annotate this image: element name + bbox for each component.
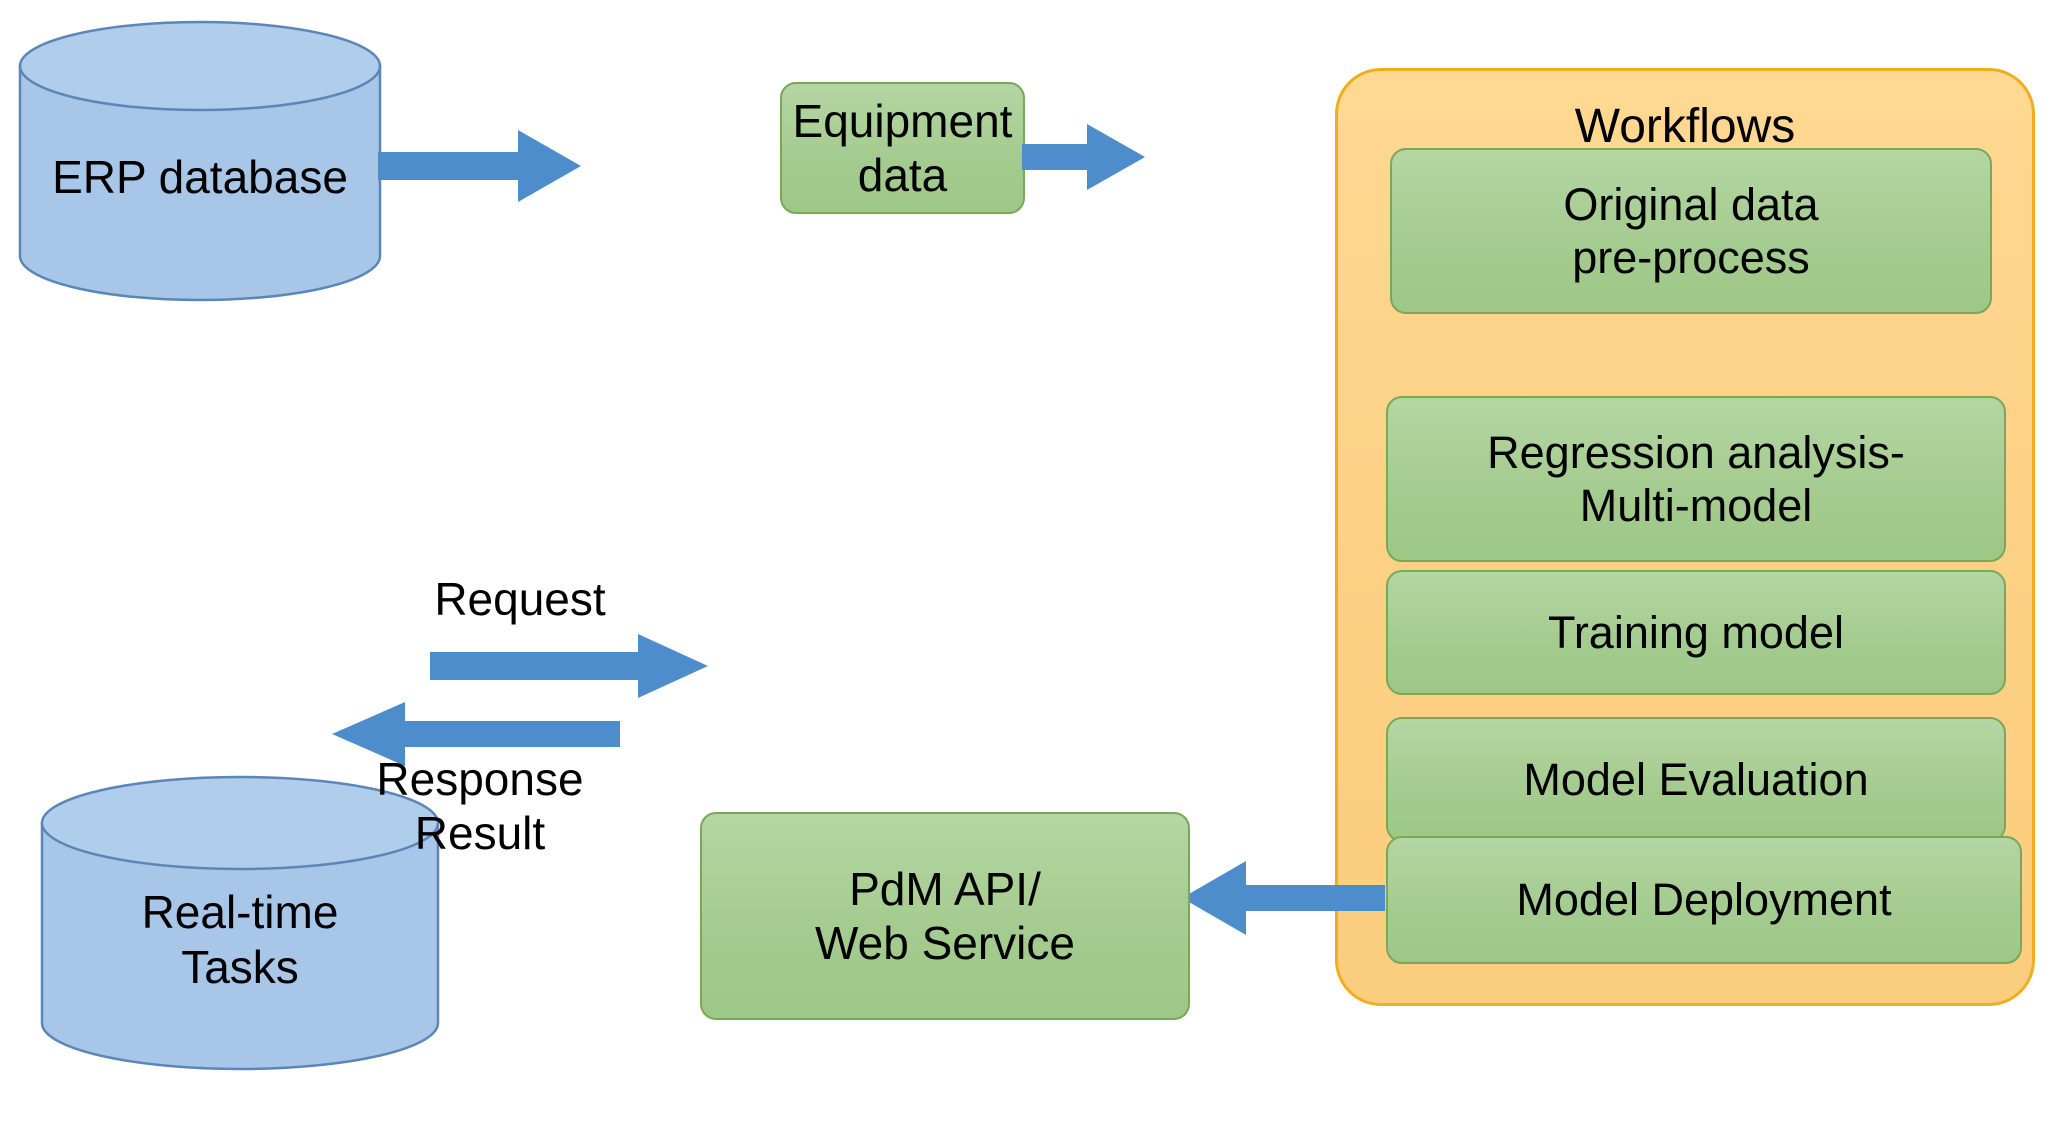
edge-label-response-result: Response Result	[376, 753, 584, 860]
workflow-step-original-data-pre-process[interactable]: Original data pre-process	[1390, 148, 1992, 314]
arrow-pdm-api-to-realtime-tasks	[330, 700, 620, 768]
node-label-equipment-data: Equipment data	[792, 94, 1013, 201]
node-erp-database[interactable]: ERP database	[18, 20, 382, 302]
workflow-step-regression-analysis-multi-model[interactable]: Regression analysis- Multi-model	[1386, 396, 2006, 562]
node-realtime-tasks[interactable]: Real-time Tasks	[40, 775, 440, 1071]
arrow-realtime-tasks-to-pdm-api	[430, 632, 710, 700]
workflow-step-model-deployment[interactable]: Model Deployment	[1386, 836, 2022, 964]
workflow-step-model-evaluation[interactable]: Model Evaluation	[1386, 717, 2006, 842]
workflows-title: Workflows	[1574, 100, 1796, 153]
node-label-pdm-api: PdM API/ Web Service	[815, 862, 1075, 969]
workflow-step-label-3: Model Evaluation	[1523, 753, 1869, 805]
workflow-step-label-0: Original data pre-process	[1563, 178, 1819, 283]
node-pdm-api-web-service[interactable]: PdM API/ Web Service	[700, 812, 1190, 1020]
arrow-model-deployment-to-pdm-api	[1180, 858, 1385, 938]
workflow-step-label-2: Training model	[1548, 606, 1844, 658]
workflow-step-label-4: Model Deployment	[1516, 874, 1892, 926]
cylinder-shape-realtime-tasks	[40, 775, 440, 1071]
cylinder-shape-erp	[18, 20, 382, 302]
arrow-equipment-data-to-workflows	[1022, 122, 1147, 192]
arrow-erp-to-equipment-data	[378, 128, 583, 204]
workflow-step-label-1: Regression analysis- Multi-model	[1487, 426, 1905, 531]
node-label-erp-database: ERP database	[52, 151, 348, 204]
edge-label-request: Request	[434, 573, 606, 625]
node-equipment-data[interactable]: Equipment data	[780, 82, 1025, 214]
workflow-step-training-model[interactable]: Training model	[1386, 570, 2006, 695]
node-label-realtime-tasks: Real-time Tasks	[141, 885, 339, 993]
